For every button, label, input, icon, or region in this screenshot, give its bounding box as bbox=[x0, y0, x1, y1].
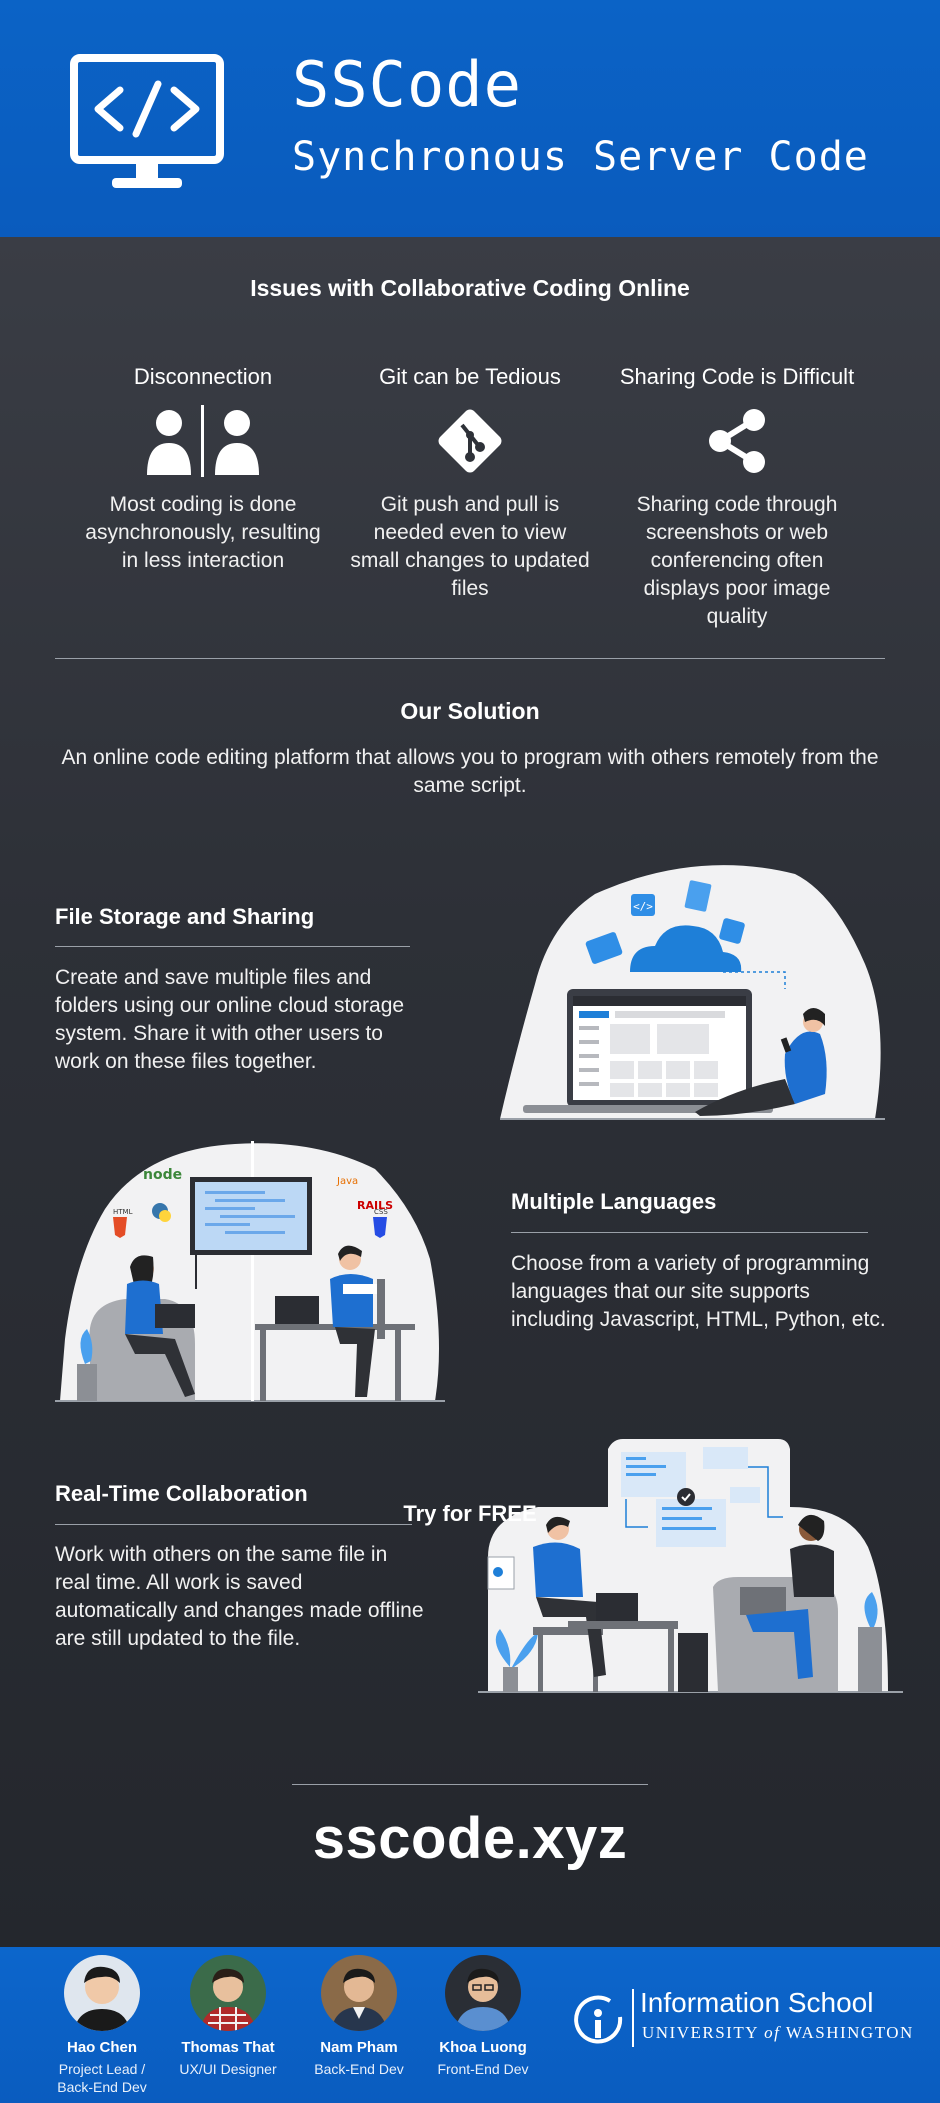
team-member-hao-chen: Hao Chen Project Lead / Back-End Dev bbox=[42, 1955, 162, 2096]
feature-title-realtime: Real-Time Collaboration bbox=[55, 1481, 308, 1506]
app-title: SSCode bbox=[292, 48, 522, 121]
css-logo-label: CSS bbox=[374, 1208, 388, 1216]
cta-label: Try for FREE bbox=[403, 1501, 537, 1526]
team-member-nam-pham: Nam Pham Back-End Dev bbox=[299, 1955, 419, 2078]
issue-title: Git can be Tedious bbox=[379, 364, 561, 389]
member-role: Back-End Dev bbox=[314, 2061, 404, 2077]
feature-divider bbox=[55, 946, 410, 947]
issue-description: Sharing code through screenshots or web … bbox=[636, 493, 838, 628]
school-name: Information School bbox=[640, 1987, 874, 2018]
member-name: Khoa Luong bbox=[439, 2039, 527, 2056]
site-url-link[interactable]: sscode.xyz bbox=[312, 1806, 628, 1871]
feature-divider bbox=[55, 1524, 412, 1525]
member-name: Nam Pham bbox=[320, 2039, 398, 2056]
feature-desc-file-storage: Create and save multiple files and folde… bbox=[55, 966, 405, 1073]
java-logo-label: Java bbox=[336, 1176, 358, 1187]
university-name: UNIVERSITY of WASHINGTON bbox=[642, 2023, 914, 2043]
code-monitor-icon bbox=[70, 54, 224, 188]
issue-description: Most coding is done asynchronously, resu… bbox=[85, 493, 321, 572]
team-member-thomas-that: Thomas That UX/UI Designer bbox=[168, 1955, 288, 2078]
feature-title-file-storage: File Storage and Sharing bbox=[55, 904, 315, 929]
issue-title: Disconnection bbox=[133, 364, 273, 389]
header: SSCode Synchronous Server Code bbox=[0, 0, 940, 237]
avatar bbox=[190, 1955, 266, 2031]
feature-desc-languages: Choose from a variety of programming lan… bbox=[511, 1252, 886, 1331]
member-role: Front-End Dev bbox=[437, 2061, 529, 2077]
university-name-part: UNIVERSITY bbox=[642, 2023, 759, 2042]
issue-sharing: Sharing Code is Difficult Sharing code t… bbox=[617, 333, 857, 631]
team-member-khoa-luong: Khoa Luong Front-End Dev bbox=[423, 1955, 543, 2078]
feature-desc-realtime: Work with others on the same file in rea… bbox=[55, 1543, 424, 1650]
section-divider bbox=[55, 658, 885, 659]
feature-title-languages: Multiple Languages bbox=[511, 1189, 717, 1214]
git-icon bbox=[350, 391, 590, 491]
rails-logo-label: RAILS bbox=[357, 1199, 393, 1212]
school-logo-divider bbox=[632, 1989, 634, 2047]
issue-description: Git push and pull is needed even to view… bbox=[350, 493, 590, 600]
member-role: Project Lead / Back-End Dev bbox=[57, 2061, 147, 2095]
issue-title: Sharing Code is Difficult bbox=[619, 364, 855, 389]
file-storage-illustration: </> bbox=[500, 865, 885, 1120]
member-name: Hao Chen bbox=[66, 2039, 137, 2056]
issue-disconnection: Disconnection Most coding is done asynch… bbox=[83, 333, 323, 575]
app-subtitle: Synchronous Server Code bbox=[292, 134, 869, 180]
cta-divider bbox=[292, 1784, 648, 1785]
avatar bbox=[445, 1955, 521, 2031]
main-content: Issues with Collaborative Coding Online … bbox=[0, 237, 940, 1947]
university-name-part: of bbox=[764, 2023, 781, 2042]
solution-text: An online code editing platform that all… bbox=[61, 746, 879, 797]
feature-divider bbox=[511, 1232, 868, 1233]
code-badge-label: </> bbox=[633, 900, 653, 913]
issues-heading: Issues with Collaborative Coding Online bbox=[250, 275, 690, 301]
avatar bbox=[64, 1955, 140, 2031]
multiple-languages-illustration: node Java RAILS HTML CSS bbox=[55, 1141, 445, 1402]
member-role: UX/UI Designer bbox=[179, 2061, 277, 2077]
member-name: Thomas That bbox=[181, 2039, 275, 2056]
issue-git: Git can be Tedious Git push and pull is … bbox=[350, 333, 590, 603]
node-logo-label: node bbox=[143, 1167, 182, 1183]
information-school-logo-icon bbox=[574, 1995, 623, 2044]
avatar bbox=[321, 1955, 397, 2031]
realtime-collaboration-illustration bbox=[478, 1439, 903, 1693]
html-logo-label: HTML bbox=[113, 1208, 133, 1216]
solution-heading: Our Solution bbox=[400, 698, 540, 724]
university-name-part: WASHINGTON bbox=[785, 2023, 914, 2042]
two-users-icon bbox=[83, 391, 323, 491]
footer: Hao Chen Project Lead / Back-End Dev Tho… bbox=[0, 1947, 940, 2103]
share-icon bbox=[617, 391, 857, 491]
